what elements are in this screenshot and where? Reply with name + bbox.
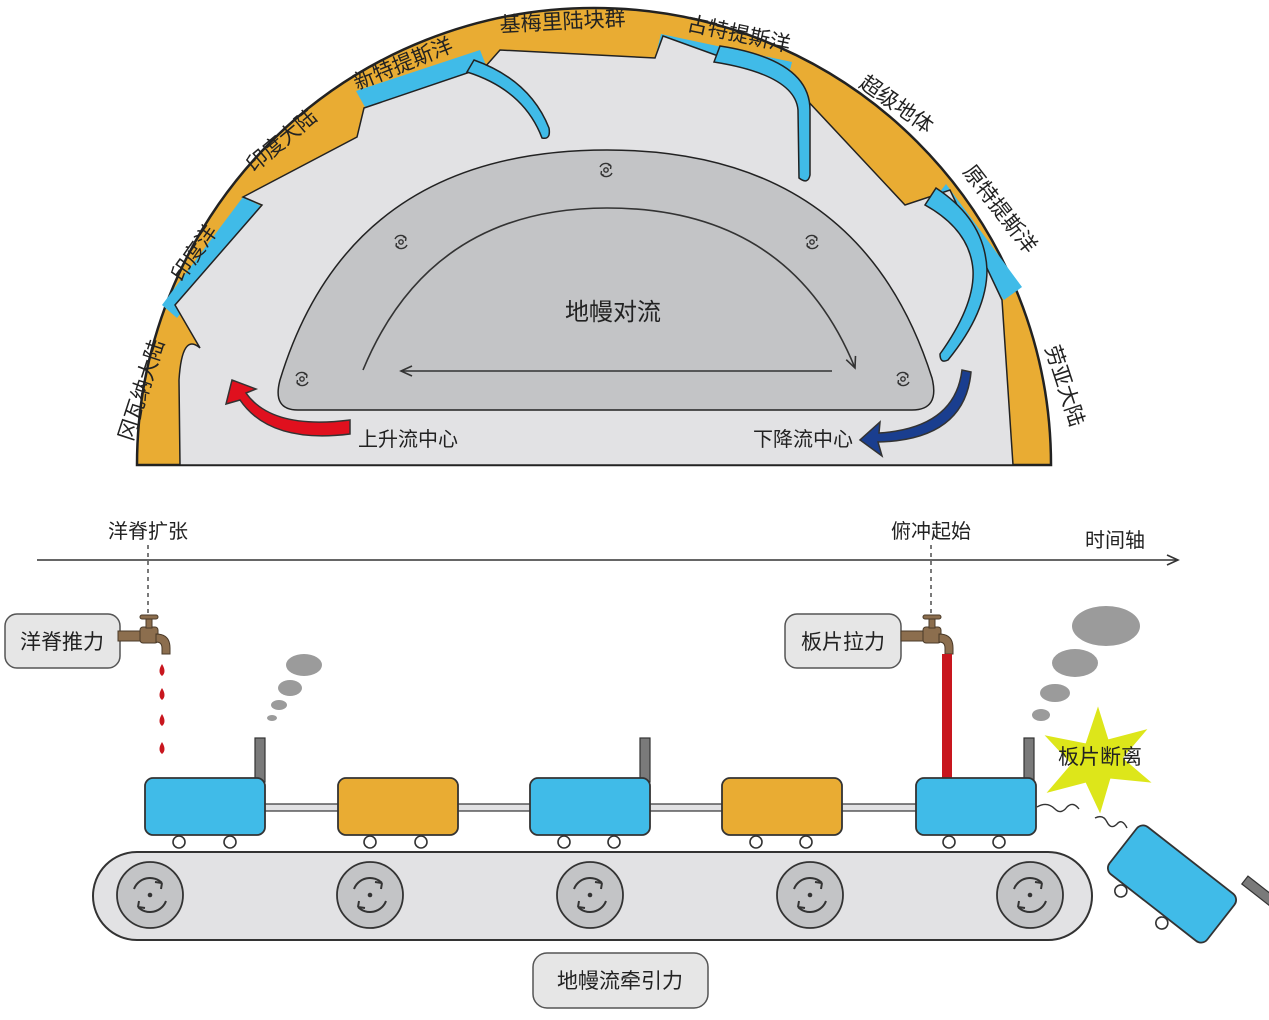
shell-blue-band-2 (356, 50, 487, 109)
cart-orange (721, 777, 843, 849)
coupling-rail (839, 803, 921, 812)
broken-wire (1094, 815, 1128, 829)
roller (556, 861, 624, 929)
drip (159, 664, 165, 676)
smoke-puff (278, 680, 302, 696)
roller (336, 861, 404, 929)
slab-breakoff-label: 板片断离 (1058, 745, 1142, 769)
roller (116, 861, 184, 929)
drip (159, 688, 165, 700)
smoke-puff (1072, 606, 1140, 646)
smoke-puff (267, 715, 277, 721)
coupling-rail (259, 803, 341, 812)
mantle-convection-section: 地幔对流 上升流中心 下降流中心 冈瓦纳大陆 印度洋 印度大陆 新特提斯洋 基梅… (114, 6, 1089, 467)
ridge-push-label: 洋脊推力 (20, 630, 104, 654)
coupling-rail (646, 803, 728, 812)
pull-stream (942, 654, 952, 780)
mantle-convection-cell (277, 149, 935, 411)
coupling-rail (454, 803, 536, 812)
detached-cart (1107, 824, 1269, 944)
subducting-slab-right (923, 186, 988, 362)
subducting-slab-left (465, 59, 551, 140)
downwelling-center-label: 下降流中心 (753, 427, 853, 451)
smoke-puff (1040, 684, 1070, 702)
subducting-slab-middle (712, 45, 811, 182)
timeline-label: 时间轴 (1085, 528, 1145, 552)
plate-conveyor-section: 时间轴 洋脊扩张 俯冲起始 洋脊推力 板片拉力 板片断离 (4, 519, 1269, 1009)
subduction-start-label: 俯冲起始 (891, 519, 971, 543)
upwelling-arrow (224, 379, 351, 437)
broken-wire (1036, 803, 1080, 813)
drip (159, 714, 165, 726)
ridge-expansion-label: 洋脊扩张 (108, 519, 188, 543)
slab-pull-label: 板片拉力 (801, 630, 885, 654)
cart-blue (144, 737, 266, 849)
mantle-convection-label: 地幔对流 (565, 298, 661, 326)
cart-orange (337, 777, 459, 849)
faucet-icon (900, 614, 954, 655)
drip (159, 742, 165, 754)
mantle-traction-box (532, 952, 709, 1009)
smoke-puff (1052, 649, 1098, 677)
breakoff-star (1044, 706, 1152, 814)
convection-arc-arrow (362, 207, 857, 371)
roller (996, 861, 1064, 929)
faucet-icon (117, 614, 171, 655)
downwelling-arrow (858, 369, 972, 458)
cart-blue (529, 737, 651, 849)
cart-blue (915, 737, 1037, 849)
mantle-traction-label: 地幔流牵引力 (557, 969, 683, 993)
upwelling-center-label: 上升流中心 (358, 427, 458, 451)
smoke-puff (1032, 709, 1050, 721)
smoke-puff (286, 654, 322, 676)
shell-blue-band-1 (162, 197, 263, 318)
roller (776, 861, 844, 929)
smoke-puff (271, 700, 287, 710)
